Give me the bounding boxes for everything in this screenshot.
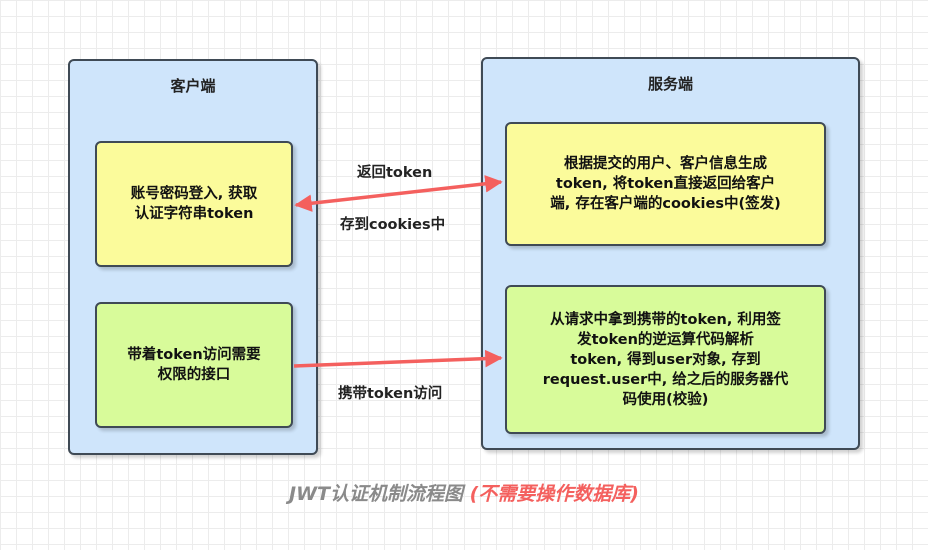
issue-box-line: token, 将token直接返回给客户 (555, 176, 776, 192)
verify-box-line: 发token的逆运算代码解析 (577, 331, 754, 348)
login-box: 账号密码登入, 获取 认证字符串token (95, 141, 293, 267)
issue-box-line: 根据提交的用户、客户信息生成 (564, 156, 767, 172)
verify-box-line: token, 得到user对象, 存到 (570, 351, 761, 368)
verify-box-line: request.user中, 给之后的服务器代 (542, 371, 789, 388)
access-box-line: 权限的接口 (157, 367, 231, 383)
store-cookies-label: 存到cookies中 (340, 217, 446, 233)
verify-box: 从请求中拿到携带的token, 利用签 发token的逆运算代码解析 token… (505, 285, 826, 434)
issue-box-line: 端, 存在客户端的cookies中(签发) (550, 196, 781, 212)
access-box: 带着token访问需要 权限的接口 (95, 302, 293, 428)
verify-box-line: 从请求中拿到携带的token, 利用签 (550, 311, 781, 328)
login-box-line: 账号密码登入, 获取 (130, 186, 258, 202)
verify-box-line: 码使用(校验) (622, 391, 709, 408)
return-token-label: 返回token (357, 165, 433, 181)
return-token-arrow (294, 175, 503, 212)
issue-box: 根据提交的用户、客户信息生成 token, 将token直接返回给客户 端, 存… (505, 122, 826, 246)
access-box-line: 带着token访问需要 (127, 347, 261, 363)
carry-token-label: 携带token访问 (338, 386, 443, 402)
caption-main: JWT认证机制流程图 (289, 483, 470, 505)
client-panel-title: 客户端 (170, 77, 216, 95)
diagram-caption: JWT认证机制流程图 (不需要操作数据库) (0, 479, 928, 506)
carry-token-arrow (293, 349, 503, 368)
server-panel-title: 服务端 (647, 75, 693, 93)
login-box-line: 认证字符串token (134, 206, 254, 222)
caption-sub: (不需要操作数据库) (469, 483, 639, 505)
